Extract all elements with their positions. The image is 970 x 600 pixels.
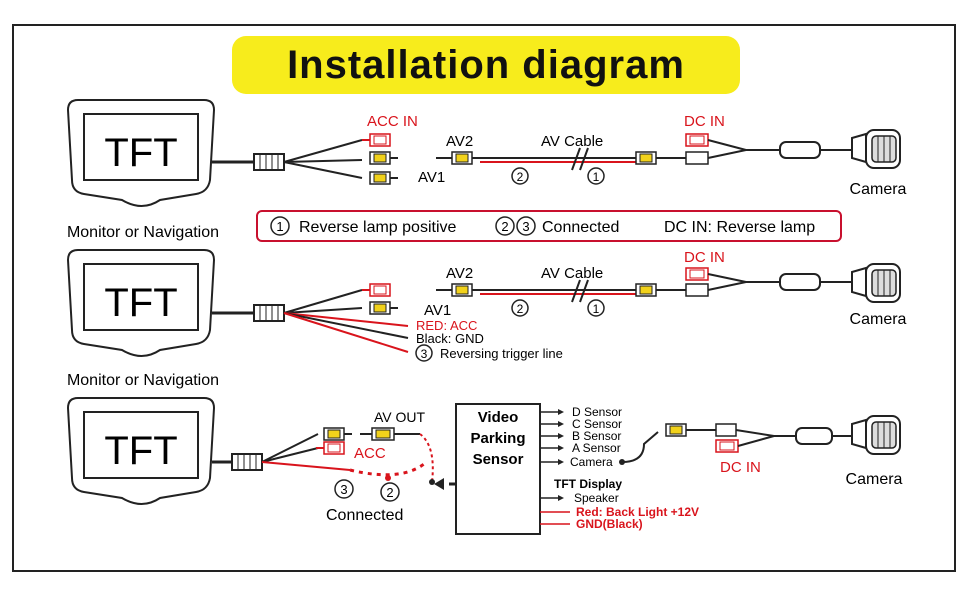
acc-in-label-1: ACC IN bbox=[367, 113, 418, 130]
av-out-label: AV OUT bbox=[374, 409, 426, 425]
av2-label-1: AV2 bbox=[446, 133, 473, 150]
harness-3 bbox=[231, 453, 263, 471]
sensor-box-line3: Sensor bbox=[473, 451, 524, 468]
av1-connector-2 bbox=[369, 301, 399, 315]
legend-num1: 1 bbox=[276, 219, 283, 234]
output-camera: Camera bbox=[570, 455, 613, 469]
camera-3 bbox=[851, 415, 901, 455]
monitor-2-screen-text: TFT bbox=[104, 281, 177, 325]
acc-in-connector-1 bbox=[361, 133, 391, 147]
av1-label-1: AV1 bbox=[418, 169, 445, 186]
av2-label-2: AV2 bbox=[446, 265, 473, 282]
tft-display-label: TFT Display bbox=[554, 477, 622, 491]
legend-num3: 3 bbox=[522, 219, 529, 234]
camera-label-1: Camera bbox=[850, 181, 907, 198]
num2-marker-3: 2 bbox=[386, 485, 393, 500]
num3-marker-2: 3 bbox=[421, 347, 428, 361]
legend-box bbox=[256, 210, 842, 242]
num1-marker-2: 1 bbox=[593, 302, 600, 316]
sensor-box-line2: Parking bbox=[470, 430, 525, 447]
output-a-sensor: A Sensor bbox=[572, 441, 621, 455]
sensor-box-line1: Video bbox=[478, 409, 519, 426]
legend-num2: 2 bbox=[501, 219, 508, 234]
av1-connector-1 bbox=[369, 171, 399, 185]
camera-label-2: Camera bbox=[850, 311, 907, 328]
red-back-light-label: Red: Back Light +12V bbox=[576, 505, 699, 519]
monitor-1-screen-text: TFT bbox=[104, 131, 177, 175]
diagram-frame bbox=[12, 24, 956, 572]
num2-marker-1: 2 bbox=[517, 170, 524, 184]
num3-marker-3: 3 bbox=[340, 482, 347, 497]
av-cable-label-1: AV Cable bbox=[541, 133, 603, 150]
legend-item23-text: Connected bbox=[542, 219, 619, 236]
harness-1 bbox=[253, 153, 285, 171]
num2-marker-2: 2 bbox=[517, 302, 524, 316]
output-d-sensor: D Sensor bbox=[572, 405, 622, 419]
dc-in-label-2: DC IN bbox=[684, 249, 725, 266]
connected-label: Connected bbox=[326, 507, 403, 524]
camera-label-3: Camera bbox=[846, 471, 903, 488]
num1-marker-1: 1 bbox=[593, 170, 600, 184]
monitor-2-caption: Monitor or Navigation bbox=[67, 372, 219, 389]
output-c-sensor: C Sensor bbox=[572, 417, 622, 431]
av1-label-2: AV1 bbox=[424, 302, 451, 319]
speaker-label: Speaker bbox=[574, 491, 619, 505]
output-b-sensor: B Sensor bbox=[572, 429, 621, 443]
red-acc-label: RED: ACC bbox=[416, 318, 477, 333]
av2-connector-1 bbox=[369, 151, 399, 165]
acc-label-3: ACC bbox=[354, 445, 386, 462]
black-gnd-label: Black: GND bbox=[416, 331, 484, 346]
monitor-1-caption: Monitor or Navigation bbox=[67, 224, 219, 241]
camera-1 bbox=[851, 129, 901, 169]
gnd-black-label: GND(Black) bbox=[576, 517, 643, 531]
monitor-3-screen-text: TFT bbox=[104, 429, 177, 473]
page-title: Installation diagram bbox=[287, 43, 685, 87]
legend-dc-in-text: DC IN: Reverse lamp bbox=[664, 219, 815, 236]
dc-in-label-1: DC IN bbox=[684, 113, 725, 130]
av-cable-label-2: AV Cable bbox=[541, 265, 603, 282]
camera-2 bbox=[851, 263, 901, 303]
harness-2 bbox=[253, 304, 285, 322]
title-banner bbox=[232, 36, 740, 94]
video-parking-sensor-box bbox=[455, 403, 541, 535]
legend-item1-text: Reverse lamp positive bbox=[299, 219, 457, 236]
dc-in-label-3: DC IN bbox=[720, 459, 761, 476]
reversing-trigger-label: Reversing trigger line bbox=[440, 346, 563, 361]
